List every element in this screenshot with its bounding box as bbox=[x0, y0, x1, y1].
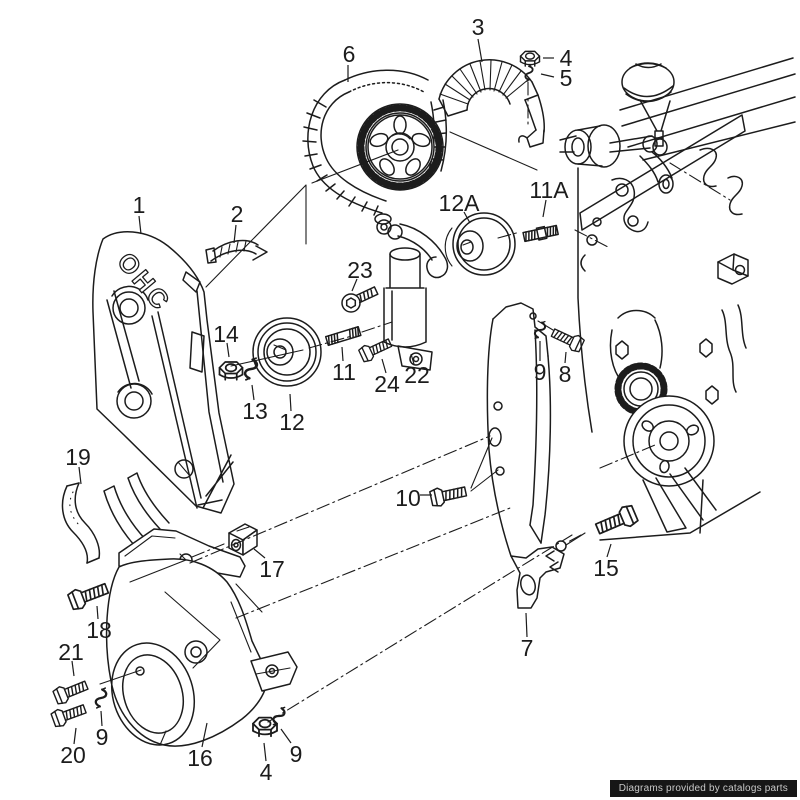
part-label-l12[interactable]: 12 bbox=[279, 409, 305, 435]
bolt-18 bbox=[66, 578, 111, 613]
part-label-l2[interactable]: 2 bbox=[231, 201, 244, 227]
part-label-l13[interactable]: 13 bbox=[242, 398, 268, 424]
part-label-l3[interactable]: 3 bbox=[472, 14, 485, 40]
front-upper-cover: OHC bbox=[92, 231, 235, 514]
leader-l16 bbox=[201, 722, 208, 748]
part-label-l7[interactable]: 7 bbox=[521, 635, 534, 661]
leader-l1 bbox=[138, 215, 142, 235]
bolt-20 bbox=[49, 700, 89, 729]
upper-belt-guard bbox=[438, 59, 545, 148]
part-label-l1[interactable]: 1 bbox=[133, 192, 146, 218]
part-label-l4b[interactable]: 4 bbox=[260, 759, 273, 785]
leader-l15 bbox=[606, 543, 612, 558]
clip-nut bbox=[228, 523, 258, 556]
leader-l21 bbox=[71, 660, 75, 677]
tensioner-pulley bbox=[444, 212, 516, 276]
tensioner-damper bbox=[374, 213, 449, 371]
leader-l12A bbox=[463, 211, 471, 224]
part-label-l11A[interactable]: 11A bbox=[529, 177, 569, 203]
part-label-l20[interactable]: 20 bbox=[60, 742, 86, 768]
idler-pulley bbox=[252, 317, 322, 387]
leader-l24 bbox=[381, 358, 387, 374]
bolt-21 bbox=[51, 676, 91, 707]
leader-l9c bbox=[280, 728, 292, 744]
aux-belt bbox=[61, 482, 101, 564]
part-label-l6[interactable]: 6 bbox=[343, 41, 356, 67]
leader-l11 bbox=[341, 346, 344, 362]
part-label-l9b[interactable]: 9 bbox=[96, 724, 109, 750]
leader-l7 bbox=[525, 612, 528, 638]
part-label-l18[interactable]: 18 bbox=[86, 617, 112, 643]
part-label-l24[interactable]: 24 bbox=[374, 371, 400, 397]
leader-l9b bbox=[100, 710, 103, 727]
assembly-centerlines bbox=[99, 81, 731, 723]
leader-l3 bbox=[477, 38, 483, 63]
leader-l5 bbox=[540, 73, 555, 78]
leader-l22 bbox=[410, 353, 415, 365]
leader-l13 bbox=[251, 384, 255, 401]
part-label-l4[interactable]: 4 bbox=[560, 45, 573, 71]
bolt-24 bbox=[357, 334, 395, 364]
leader-l23 bbox=[351, 278, 358, 292]
engine-block bbox=[449, 57, 796, 541]
socket-bolt-23 bbox=[341, 286, 379, 313]
timing-belt bbox=[302, 69, 447, 216]
part-label-l21[interactable]: 21 bbox=[58, 639, 84, 665]
part-label-l14[interactable]: 14 bbox=[213, 321, 239, 347]
leader-l14 bbox=[226, 342, 230, 358]
retaining-clip bbox=[205, 239, 268, 264]
part-label-l17[interactable]: 17 bbox=[259, 556, 285, 582]
leader-l8 bbox=[564, 351, 567, 364]
leader-l18 bbox=[96, 605, 99, 620]
part-label-l9a[interactable]: 9 bbox=[534, 359, 547, 385]
part-label-l16[interactable]: 16 bbox=[187, 745, 213, 771]
tensioner-stud bbox=[522, 224, 559, 243]
bolt-15 bbox=[592, 502, 640, 540]
leader-l2 bbox=[233, 224, 237, 244]
guard-nut bbox=[519, 50, 541, 67]
part-label-l12A[interactable]: 12A bbox=[439, 190, 481, 216]
part-label-l10[interactable]: 10 bbox=[395, 485, 421, 511]
part-label-l15[interactable]: 15 bbox=[593, 555, 619, 581]
leader-l20 bbox=[73, 727, 77, 745]
part-label-l9c[interactable]: 9 bbox=[290, 741, 303, 767]
part-label-l23[interactable]: 23 bbox=[347, 257, 373, 283]
part-label-l8[interactable]: 8 bbox=[559, 361, 572, 387]
lower-cover bbox=[103, 472, 298, 747]
part-label-l11[interactable]: 11 bbox=[332, 359, 356, 385]
part-label-l19[interactable]: 19 bbox=[65, 444, 91, 470]
spring-washer-9-right bbox=[270, 704, 288, 728]
stud-11 bbox=[324, 326, 362, 347]
leader-l19 bbox=[78, 466, 82, 485]
leader-l4b bbox=[263, 742, 267, 762]
bolt-10 bbox=[428, 481, 469, 509]
part-label-l22[interactable]: 22 bbox=[404, 362, 430, 388]
camshaft-sprocket bbox=[356, 103, 444, 191]
part-label-l5[interactable]: 5 bbox=[560, 65, 573, 91]
leader-l11A bbox=[542, 199, 547, 218]
leader-l17 bbox=[253, 548, 266, 559]
spring-washer-9-left bbox=[93, 685, 109, 711]
leader-l12 bbox=[289, 393, 292, 412]
watermark-banner: Diagrams provided by catalogs parts bbox=[609, 780, 797, 797]
